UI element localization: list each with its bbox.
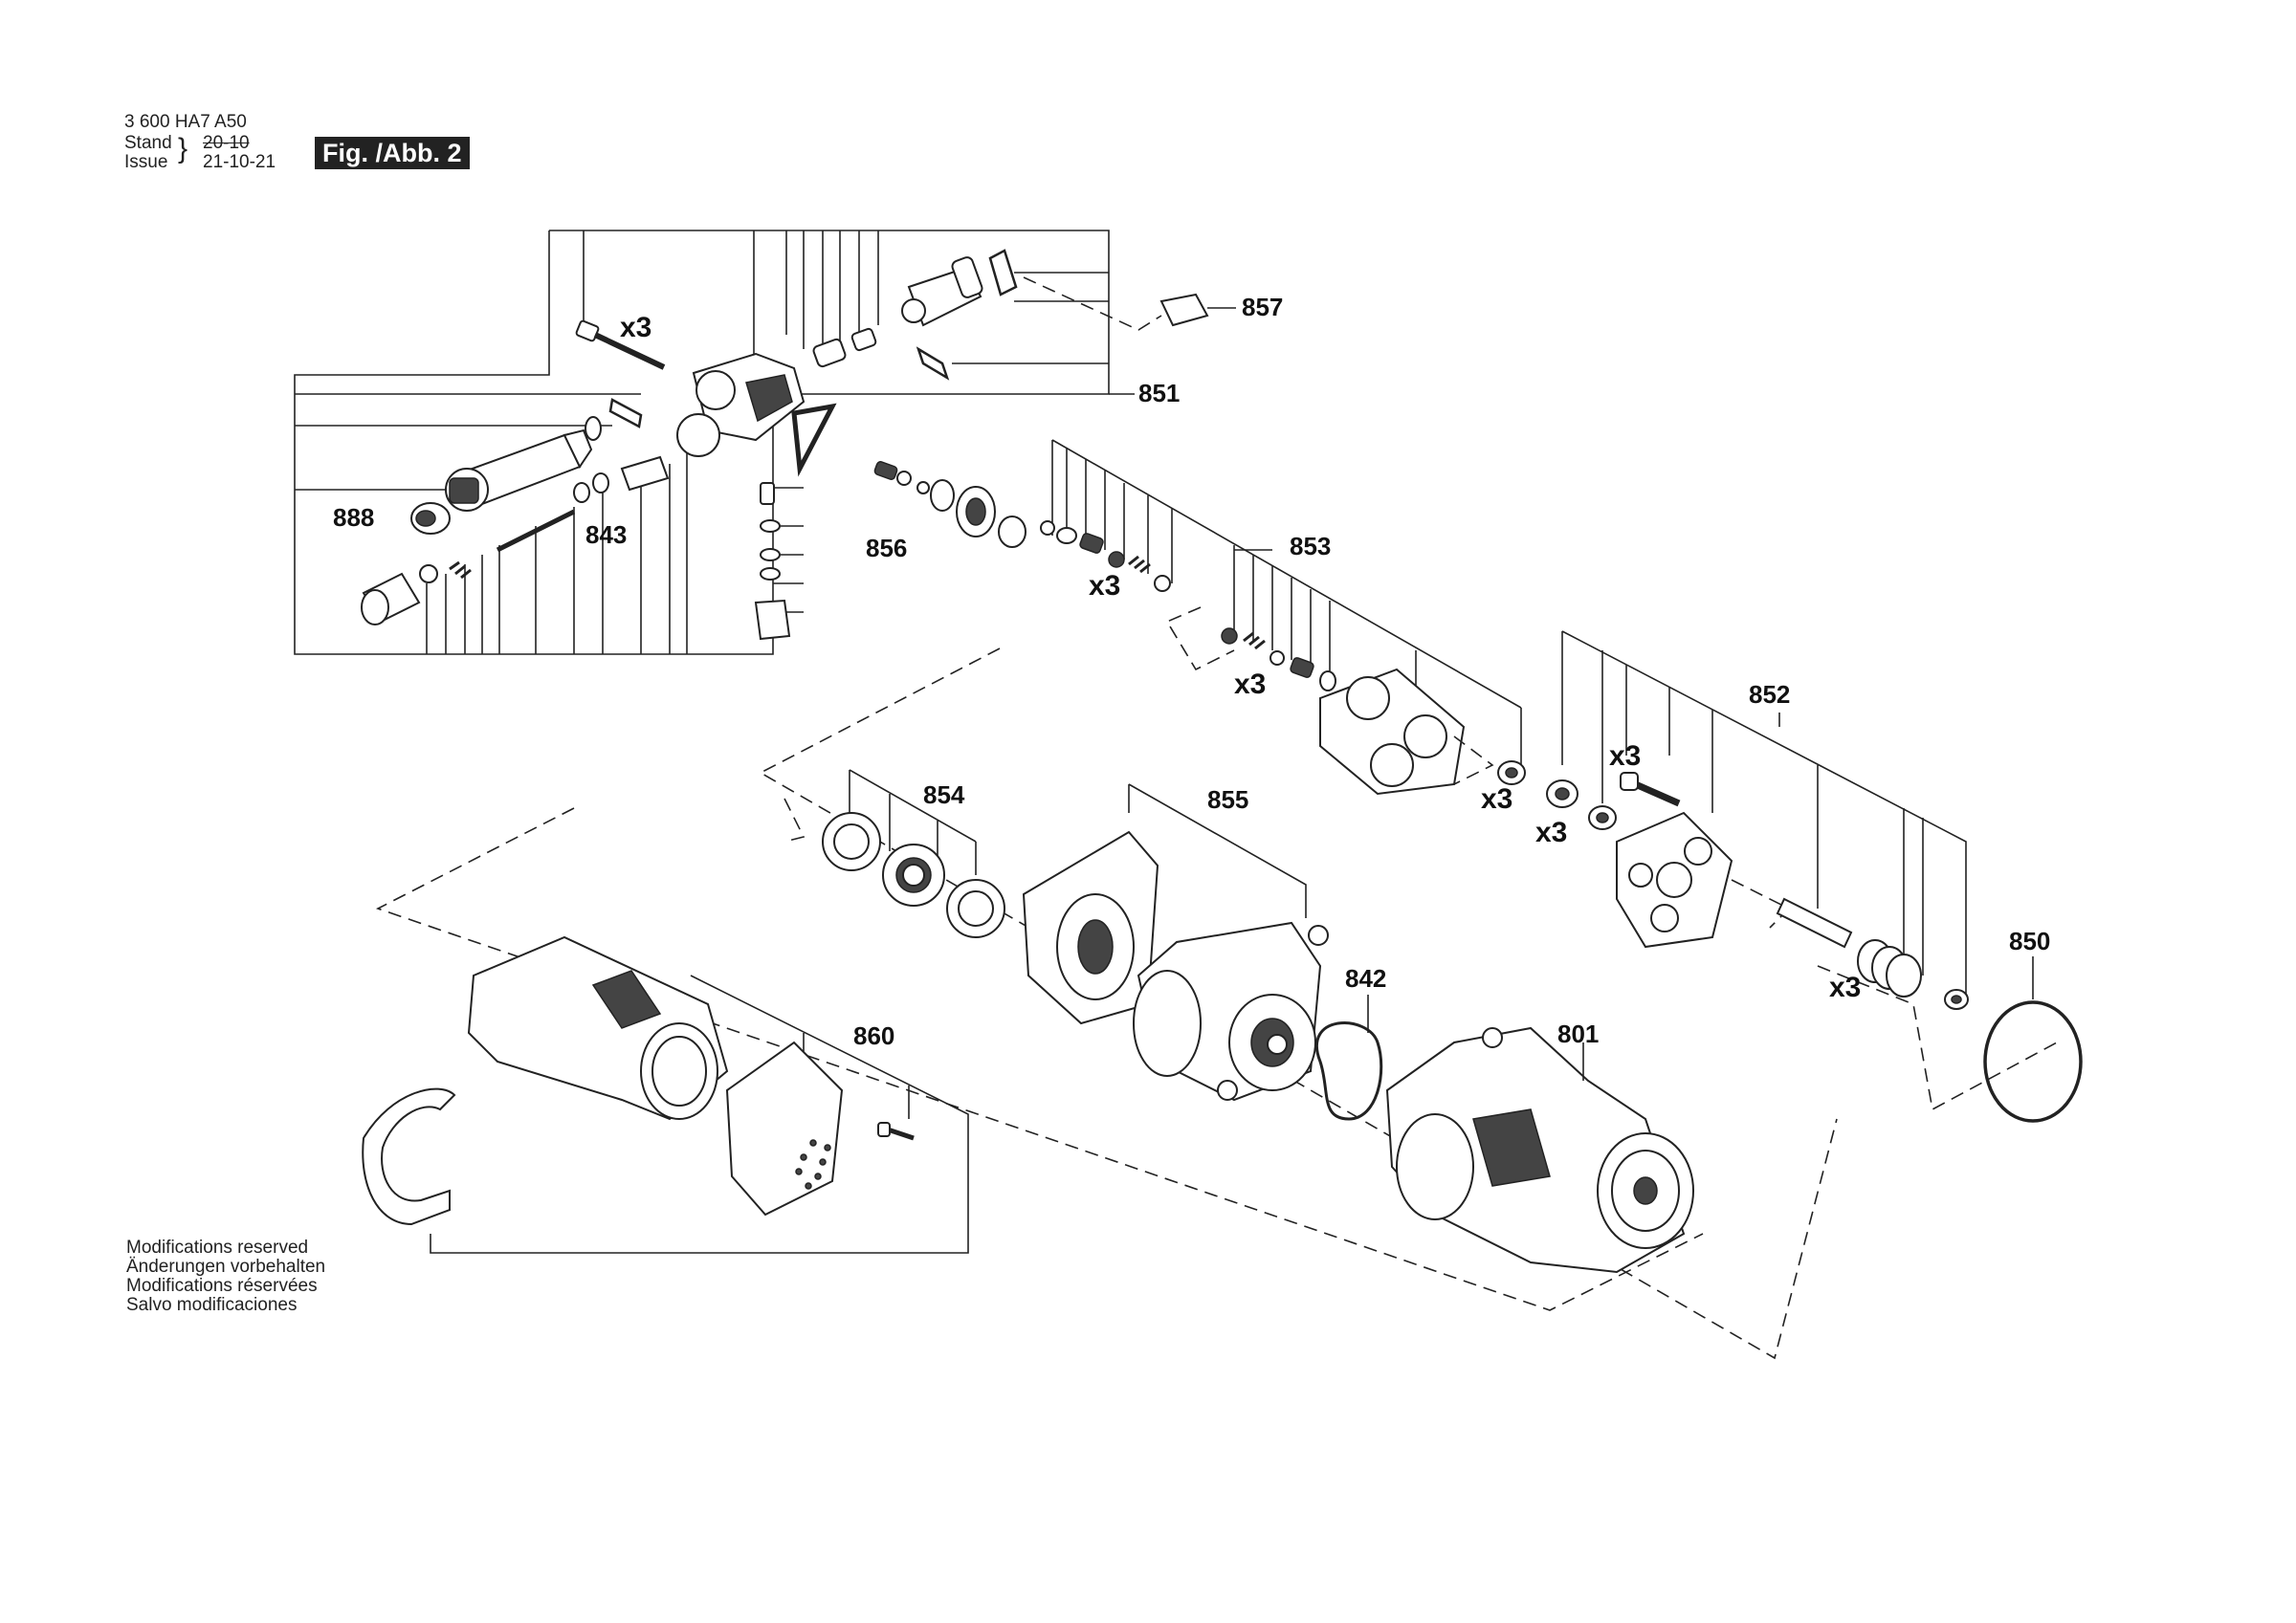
part-850-oring — [1983, 1000, 2083, 1123]
qty-852-screws: x3 — [1609, 740, 1641, 772]
label-852: 852 — [1749, 680, 1790, 709]
label-842: 842 — [1345, 964, 1386, 993]
label-854: 854 — [923, 780, 965, 809]
label-843: 843 — [585, 520, 627, 549]
group-860 — [362, 935, 969, 1254]
label-856: 856 — [866, 534, 907, 562]
axis-box-lower — [375, 807, 1704, 1311]
qty-852-seal: x3 — [1535, 817, 1567, 848]
part-842-gasket — [1315, 1021, 1383, 1121]
qty-852-springs: x3 — [1829, 972, 1861, 1003]
quantity-labels: x3 x3 x3 x3 x3 x3 x3 — [620, 312, 1861, 1003]
label-888: 888 — [333, 503, 374, 532]
label-855: 855 — [1207, 785, 1248, 814]
note-en: Modifications reserved — [126, 1238, 309, 1258]
group-851-frame — [294, 230, 1135, 655]
group-854 — [784, 769, 1005, 938]
note-fr: Modifications réservées — [126, 1276, 318, 1296]
qty-bolts-top: x3 — [620, 312, 651, 343]
label-860: 860 — [853, 1021, 894, 1050]
label-857: 857 — [1242, 293, 1283, 321]
modification-notes: Modifications reserved Änderungen vorbeh… — [126, 1239, 325, 1315]
note-es: Salvo modificaciones — [126, 1295, 298, 1315]
issue-label: Issue — [124, 152, 168, 172]
pressure-gun-parts — [361, 249, 1027, 641]
label-851: 851 — [1138, 379, 1180, 407]
label-853: 853 — [1290, 532, 1331, 560]
qty-853-b: x3 — [1234, 669, 1266, 700]
group-855 — [1022, 783, 1329, 1102]
doc-number: 3 600 HA7 A50 — [124, 112, 247, 132]
part-801-pump — [1385, 1026, 1694, 1274]
part-857-cap — [1023, 276, 1236, 331]
figure-badge: Fig. /Abb. 2 — [315, 137, 470, 169]
stand-label: Stand — [124, 133, 172, 153]
old-date: 20-10 — [203, 133, 250, 153]
group-852 — [1546, 630, 1969, 1010]
axis-852-to-850 — [1817, 965, 2058, 1111]
label-801: 801 — [1557, 1020, 1599, 1048]
label-850: 850 — [2009, 927, 2050, 955]
qty-853-a: x3 — [1089, 570, 1120, 602]
group-853 — [1040, 439, 1526, 796]
note-de: Änderungen vorbehalten — [126, 1257, 326, 1277]
brace-glyph: } — [178, 133, 188, 164]
qty-853-seal: x3 — [1481, 783, 1512, 815]
issue-date: 21-10-21 — [203, 152, 276, 172]
callout-labels: 857 851 888 843 856 853 852 854 855 842 … — [333, 293, 2050, 1050]
